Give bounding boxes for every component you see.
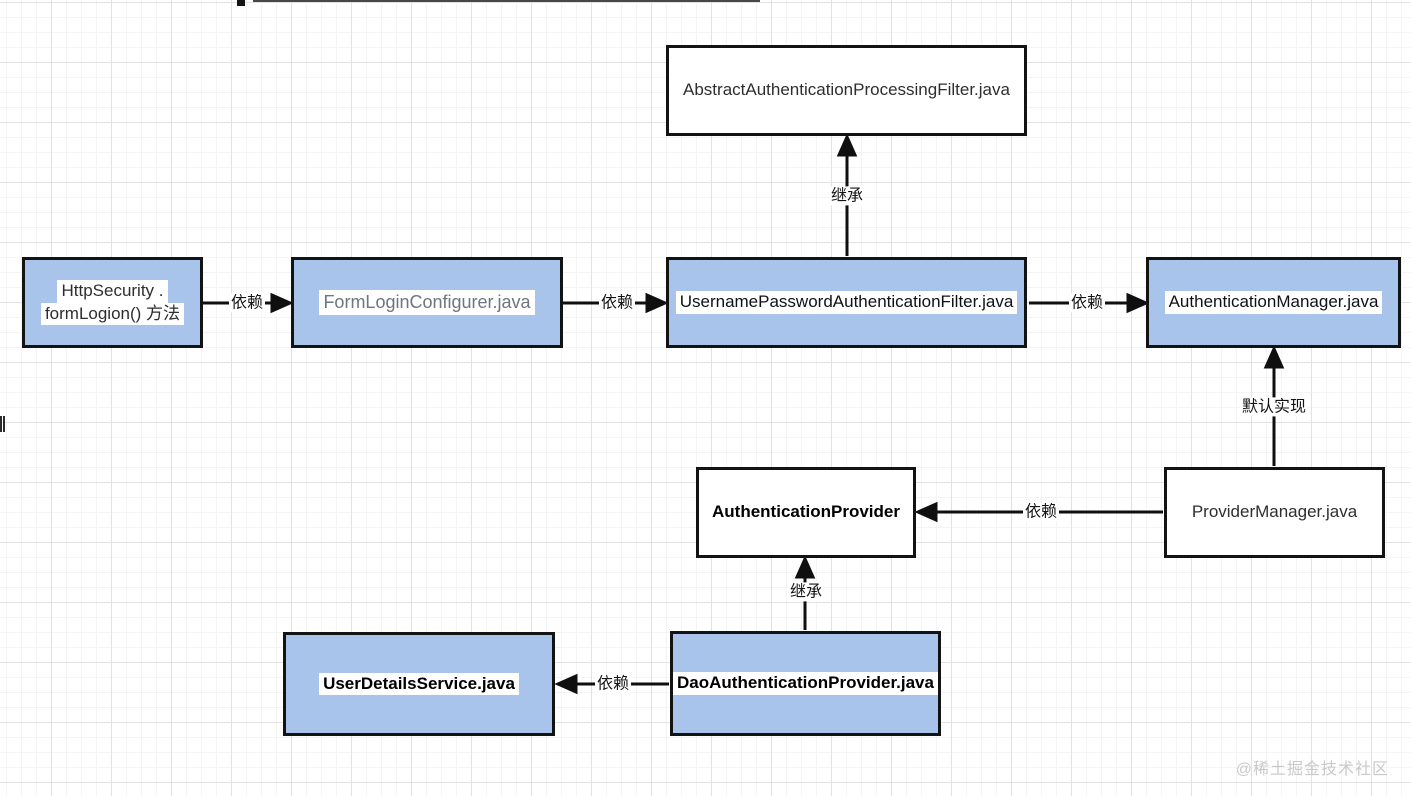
edge-label-dependency-3: 依赖 <box>1068 293 1106 313</box>
arrowhead-right-2 <box>645 292 669 314</box>
edge-label-dependency-5: 依赖 <box>594 674 632 694</box>
node-label: DaoAuthenticationProvider.java <box>673 672 938 695</box>
arrowhead-right-3 <box>1126 292 1150 314</box>
top-edge-cut-artifact-line <box>253 0 760 2</box>
edge-label-inherit-1: 继承 <box>828 186 866 206</box>
arrowhead-up-2 <box>1263 345 1285 369</box>
node-authentication-manager: AuthenticationManager.java <box>1146 257 1401 348</box>
node-label: AuthenticationProvider <box>712 502 900 522</box>
node-label: UsernamePasswordAuthenticationFilter.jav… <box>675 291 1018 314</box>
left-edge-cut-artifact <box>0 416 5 432</box>
arrowhead-up-3 <box>794 555 816 579</box>
node-username-password-authentication-filter: UsernamePasswordAuthenticationFilter.jav… <box>666 257 1027 348</box>
node-label: ProviderManager.java <box>1191 502 1358 522</box>
node-label: FormLoginConfigurer.java <box>319 290 535 315</box>
arrowhead-left-2 <box>554 673 578 695</box>
node-dao-authentication-provider: DaoAuthenticationProvider.java <box>670 631 941 736</box>
node-label: AbstractAuthenticationProcessingFilter.j… <box>683 80 1010 100</box>
node-label-line2: formLogion() 方法 <box>40 302 185 326</box>
node-http-security-formlogin: HttpSecurity . formLogion() 方法 <box>22 257 203 348</box>
node-label: UserDetailsService.java <box>319 672 519 696</box>
edge-label-dependency-2: 依赖 <box>598 293 636 313</box>
top-edge-cut-artifact-square <box>237 0 245 6</box>
edge-label-default-impl: 默认实现 <box>1239 397 1309 417</box>
edge-label-inherit-2: 继承 <box>787 582 825 602</box>
node-label: AuthenticationManager.java <box>1164 291 1383 314</box>
edge-label-dependency-4: 依赖 <box>1022 502 1060 522</box>
arrowhead-left-1 <box>914 501 938 523</box>
arrowhead-right-1 <box>270 292 294 314</box>
node-provider-manager: ProviderManager.java <box>1164 467 1385 558</box>
arrowhead-up-1 <box>836 133 858 157</box>
node-user-details-service: UserDetailsService.java <box>283 632 555 736</box>
node-abstract-authentication-processing-filter: AbstractAuthenticationProcessingFilter.j… <box>666 45 1027 136</box>
edge-label-dependency-1: 依赖 <box>228 293 266 313</box>
node-authentication-provider: AuthenticationProvider <box>696 467 916 558</box>
watermark-text: @稀土掘金技术社区 <box>1235 761 1389 778</box>
node-label-line1: HttpSecurity . <box>57 279 168 303</box>
node-form-login-configurer: FormLoginConfigurer.java <box>291 257 563 348</box>
